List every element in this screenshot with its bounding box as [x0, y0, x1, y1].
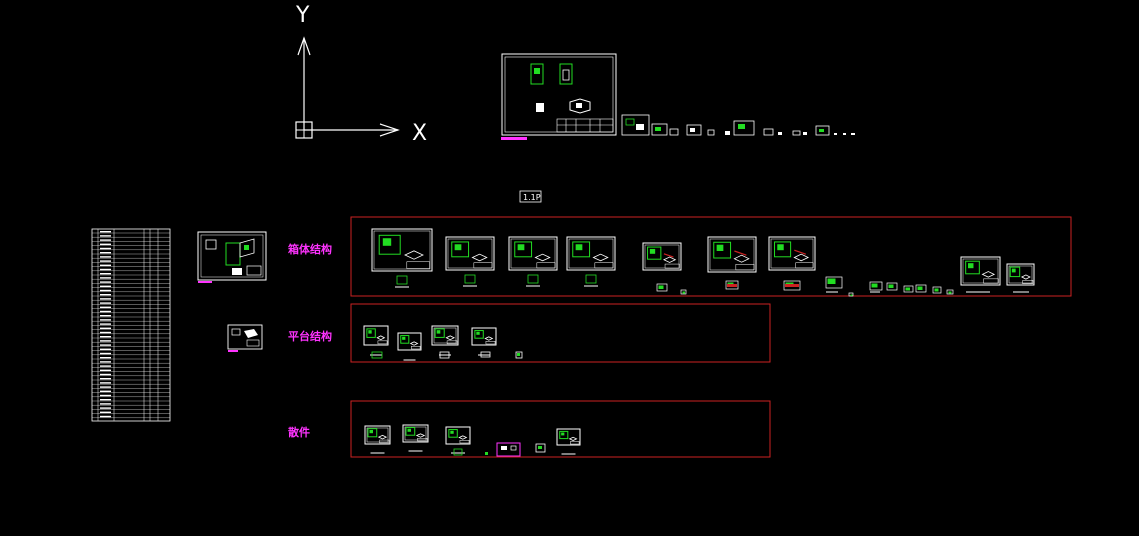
box-structure-sheets[interactable]	[371, 228, 1035, 297]
mini-tag-text: 1.1P	[523, 193, 541, 202]
group-frame-platform-structure	[350, 303, 771, 363]
group-label-platform-structure: 平台结构	[288, 329, 332, 343]
group-label-loose-parts: 散件	[288, 425, 310, 439]
ucs-y-label: Y	[295, 3, 310, 28]
mini-tag[interactable]: 1.1P	[519, 190, 542, 203]
ucs-x-label: X	[412, 121, 427, 146]
group-frame-loose-parts	[350, 400, 771, 458]
platform-structure-sheets[interactable]	[363, 325, 523, 361]
group-label-box-structure: 箱体结构	[288, 242, 332, 256]
loose-parts-sheets[interactable]	[364, 424, 581, 457]
title-sheet-assembly[interactable]	[501, 53, 617, 140]
group-frame-box-structure	[350, 216, 1072, 297]
bom-table[interactable]	[91, 228, 171, 422]
platform-overview-sheet[interactable]	[227, 324, 263, 352]
overview-sheet[interactable]	[197, 231, 267, 283]
top-detail-sheets[interactable]	[621, 114, 855, 136]
ucs-icon: Y X	[295, 3, 427, 146]
